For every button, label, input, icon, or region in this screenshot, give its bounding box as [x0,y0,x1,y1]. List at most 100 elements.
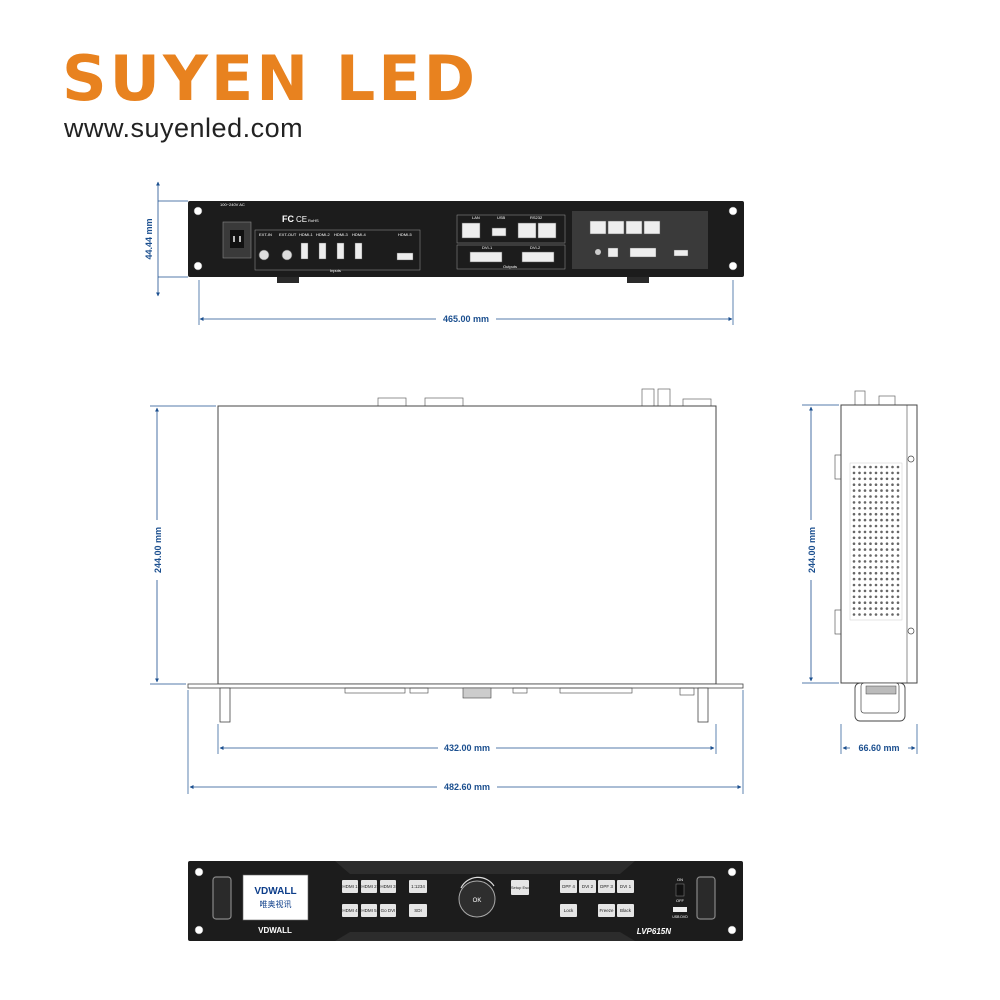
freeze-button[interactable] [598,904,615,917]
rs232-port [537,222,557,239]
side-view-outline [834,390,918,722]
dvi2-label: DVI-2 [530,245,541,250]
front-panel-view: VDWALL 唯奥视讯 VDWALL HDMI 1 HDMI 2 HDMI 3 … [188,861,743,941]
button-label: Setup Esc [511,885,529,890]
port-label: HDMI-4 [352,232,367,237]
lock-button[interactable] [560,904,577,917]
button-label: HDMI 4 [342,908,358,913]
dvi-out-port [629,247,657,258]
side-height-dimension: 66.60 mm [858,743,899,753]
port-label: HDMI-2 [316,232,331,237]
dvi-port [521,251,555,263]
rear-height-dimension: 44.44 mm [144,218,154,259]
audio-jack [595,249,601,255]
input-button-hdmi-5[interactable] [361,904,377,917]
lan-label: LAN [472,215,480,220]
side-depth-dimension: 244.00 mm [807,527,817,573]
button-label: DVI 2 [582,884,594,889]
output-button-dvi-1[interactable] [617,880,634,893]
front-brand-label: VDWALL [258,926,292,935]
input-button-hdmi-2[interactable] [361,880,377,893]
button-label: Freeze [599,908,614,913]
brand-logo-text: SUYEN LED [62,42,479,115]
button-label: HDMI 1 [342,884,358,889]
port-label: EXT-IN [259,232,272,237]
input-button-dvi[interactable] [380,904,396,917]
button-label: Go DVI [381,908,396,913]
input-button-hdmi-3[interactable] [380,880,396,893]
input-button-sdi[interactable] [409,904,427,917]
rear-dimensions: 44.44 mm 465.00 mm [144,181,734,325]
button-label: 1:1234 [411,884,425,889]
port-label: HDMI-3 [334,232,349,237]
usb-b-port [607,247,619,258]
dvi1-label: DVI-1 [482,245,493,250]
rack-handle-right [696,876,716,920]
output-button-dpf-3[interactable] [598,880,615,893]
lan-port [461,222,481,239]
button-label: Lock [564,908,574,913]
lcd-screen: VDWALL 唯奥视讯 [242,874,309,921]
port-label: HDMI-5 [398,232,413,237]
output-button-dvi-2[interactable] [579,880,596,893]
black-button[interactable] [617,904,634,917]
button-label: HDMI 3 [380,884,396,889]
lcd-brand: VDWALL [254,886,296,897]
top-view-outline [187,388,744,723]
usb-port [491,227,507,237]
button-label: DVI 1 [620,884,632,889]
fcc-mark: FC [282,214,294,224]
ok-knob[interactable] [458,880,496,918]
rear-width-dimension: 465.00 mm [443,314,489,324]
bnc-connector [281,249,293,261]
hdmi-port [318,242,327,260]
website-url: www.suyenled.com [64,113,304,143]
dvi-port [469,251,503,263]
power-rating-label: 100~240V AC [220,202,245,207]
ethernet-output-port [607,220,625,235]
hdmi-out-port [673,249,689,257]
ce-mark: CE [296,215,307,224]
ventilation-holes [852,465,900,616]
hdmi-port [336,242,345,260]
power-off-label: OFF [676,898,685,903]
port-label: EXT-OUT [279,232,297,237]
button-label: SDI [414,908,422,913]
ethernet-output-port [625,220,643,235]
power-on-label: ON [677,877,683,882]
inputs-label: Inputs [330,268,341,273]
lcd-brand-cn: 唯奥视讯 [260,899,292,909]
rs232-label: RS232 [530,215,543,220]
usb-label: USB DVD [672,915,688,919]
model-label: LVP615N [637,927,671,936]
top-inner-width-dimension: 432.00 mm [444,743,490,753]
input-button-hdmi-4[interactable] [342,904,358,917]
ethernet-output-port [643,220,661,235]
button-label: DPF 3 [600,884,613,889]
mode-button-1234[interactable] [409,880,427,893]
rack-handle-left [212,876,232,920]
rear-panel-view: 100~240V AC FC CE RoHS EXT-IN EXT-OUT HD… [188,201,744,283]
button-label: DPF 4 [562,884,575,889]
top-outer-width-dimension: 482.60 mm [444,782,490,792]
setup-esc-button[interactable] [511,880,529,895]
power-switch[interactable] [675,883,685,897]
output-button-dpf-4[interactable] [560,880,577,893]
hdmi-port [300,242,309,260]
rs232-port [517,222,537,239]
button-label: Black [620,908,632,913]
button-label: HDMI 2 [361,884,377,889]
ethernet-output-port [589,220,607,235]
front-usb-port[interactable] [673,907,687,912]
top-view-dimensions: 244.00 mm 432.00 mm 482.60 mm [150,405,744,794]
knob-label: OK [473,898,482,904]
input-button-hdmi-1[interactable] [342,880,358,893]
top-depth-dimension: 244.00 mm [153,527,163,573]
port-label: HDMI-1 [299,232,314,237]
hdmi-port [396,252,414,261]
bnc-connector [258,249,270,261]
hdmi-port [354,242,363,260]
button-label: HDMI 5 [361,908,377,913]
power-socket [222,221,252,259]
